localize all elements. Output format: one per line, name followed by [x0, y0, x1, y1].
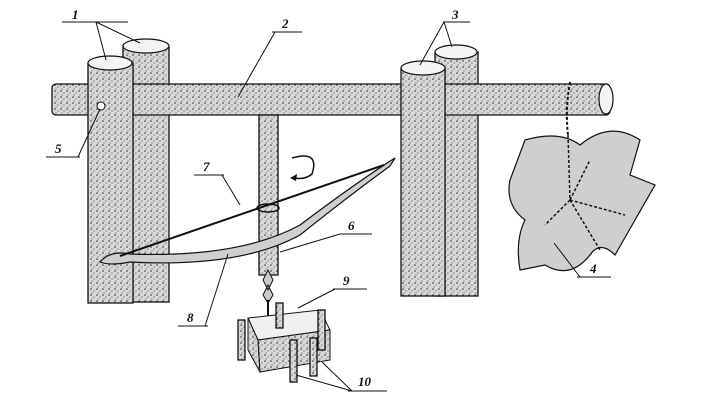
label-10: 10 [358, 374, 372, 389]
label-2: 2 [281, 16, 289, 31]
peg [96, 101, 106, 111]
label-6: 6 [348, 218, 355, 233]
left-post-front [87, 55, 134, 304]
callout-8: 8 [178, 253, 229, 327]
callout-1: 1 [62, 7, 141, 61]
callout-9: 9 [297, 273, 367, 309]
bow [99, 157, 396, 265]
right-post-front [400, 60, 446, 297]
label-3: 3 [451, 7, 459, 22]
bait-platform [237, 302, 331, 383]
callout-5: 5 [46, 108, 101, 158]
crossbar [51, 83, 614, 116]
label-5: 5 [55, 141, 62, 156]
callout-3: 3 [419, 7, 470, 66]
label-7: 7 [203, 159, 210, 174]
callout-4: 4 [553, 242, 611, 278]
callout-6: 6 [279, 218, 372, 253]
callout-2: 2 [237, 16, 302, 98]
rotation-arrow-icon [291, 155, 315, 180]
label-4: 4 [589, 261, 597, 276]
bowstring [119, 164, 385, 257]
label-1: 1 [72, 7, 79, 22]
label-8: 8 [187, 310, 194, 325]
callout-7: 7 [194, 159, 241, 206]
callout-10: 10 [295, 361, 387, 392]
hanging-hide [508, 81, 656, 272]
label-9: 9 [343, 273, 350, 288]
